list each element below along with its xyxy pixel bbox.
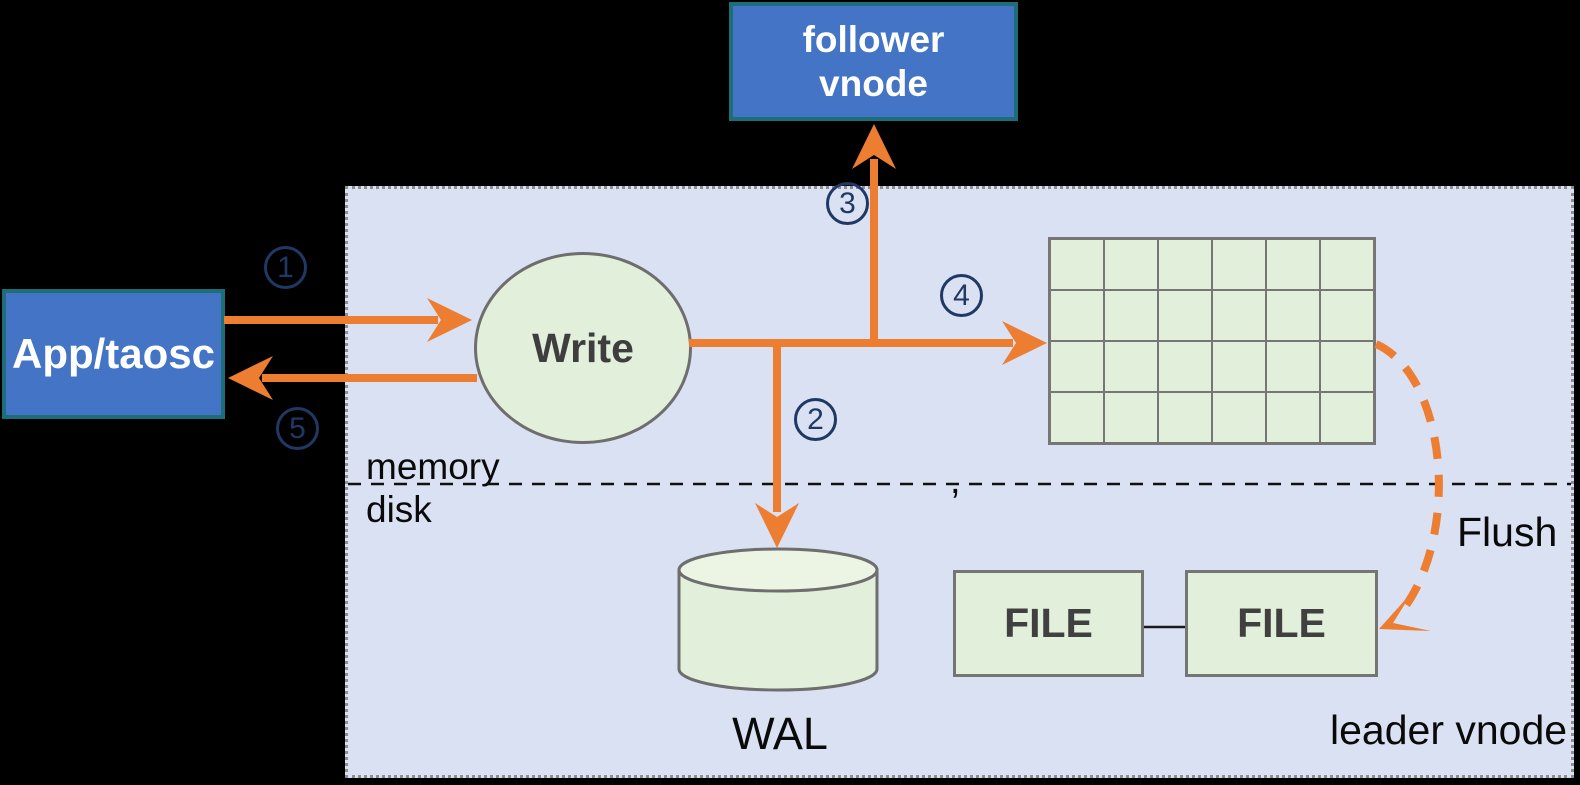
memtable-cell xyxy=(1212,239,1266,290)
memtable-cell xyxy=(1212,341,1266,392)
memtable-cell xyxy=(1104,239,1158,290)
follower-label-line2: vnode xyxy=(819,62,928,104)
cylinder-body xyxy=(677,568,879,692)
memtable-cell xyxy=(1212,392,1266,443)
file-left-label: FILE xyxy=(1004,600,1093,646)
flush-label: Flush xyxy=(1457,509,1558,555)
memtable-cell xyxy=(1158,239,1212,290)
wal-cylinder xyxy=(676,547,880,695)
cylinder-top xyxy=(677,547,879,593)
memtable-cell xyxy=(1158,392,1212,443)
memtable-cell xyxy=(1104,341,1158,392)
memtable-cell xyxy=(1266,392,1320,443)
memtable-cell xyxy=(1158,290,1212,341)
memtable-cell xyxy=(1320,341,1374,392)
leader-vnode-label: leader vnode xyxy=(1330,707,1568,753)
disk-label: disk xyxy=(366,489,432,530)
memtable-cell xyxy=(1050,239,1104,290)
step-circle-2: 2 xyxy=(794,398,837,441)
memtable-cell xyxy=(1266,239,1320,290)
step-circle-5: 5 xyxy=(276,407,319,450)
divider-comma-mark: , xyxy=(950,460,961,502)
wal-label: WAL xyxy=(732,708,828,759)
wal-cylinder-shape xyxy=(677,547,879,692)
memtable-cell xyxy=(1320,392,1374,443)
memory-label: memory xyxy=(366,446,500,487)
memtable-cell xyxy=(1320,239,1374,290)
step-circle-1: 1 xyxy=(264,246,307,289)
memtable-cell xyxy=(1266,341,1320,392)
write-label: Write xyxy=(532,324,634,371)
memtable-cell xyxy=(1320,290,1374,341)
memtable-cell xyxy=(1050,341,1104,392)
memtable-cell xyxy=(1212,290,1266,341)
memtable-grid xyxy=(1048,237,1376,445)
file-right-label: FILE xyxy=(1237,600,1326,646)
memtable-cell xyxy=(1104,290,1158,341)
step-circle-3: 3 xyxy=(826,182,869,225)
file-box-left: FILE xyxy=(953,570,1144,677)
step-circle-4: 4 xyxy=(940,274,983,317)
follower-label-line1: follower xyxy=(802,18,945,60)
follower-vnode-node: follower vnode xyxy=(729,2,1018,121)
memtable-cell xyxy=(1104,392,1158,443)
file-box-right: FILE xyxy=(1185,570,1378,677)
app-taosc-label: App/taosc xyxy=(11,330,216,377)
memtable-cell xyxy=(1050,392,1104,443)
app-taosc-node: App/taosc xyxy=(2,289,225,419)
memtable-cell xyxy=(1266,290,1320,341)
memtable-cell xyxy=(1158,341,1212,392)
memtable-cell xyxy=(1050,290,1104,341)
write-node: Write xyxy=(474,252,692,444)
